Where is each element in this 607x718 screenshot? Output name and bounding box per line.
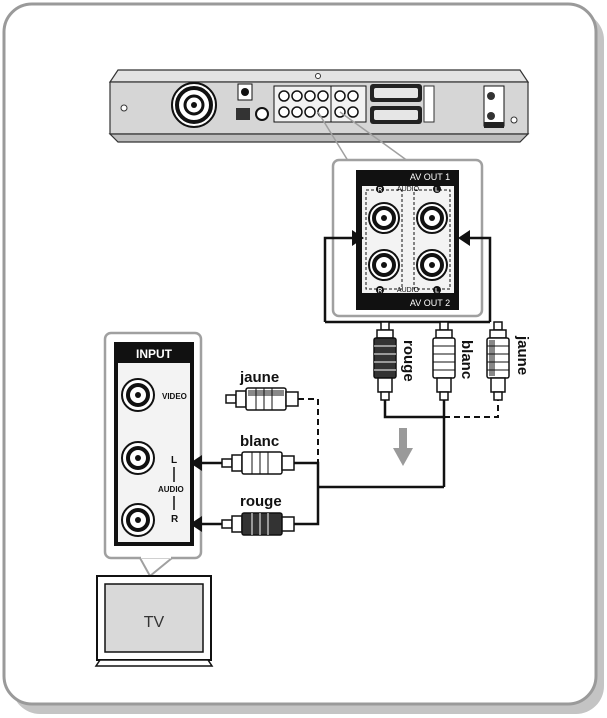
- tv-set: TV: [94, 575, 214, 667]
- tv-audio-label: AUDIO: [158, 485, 184, 494]
- av-top-audio-label: AUDIO: [397, 186, 420, 193]
- plug-rouge-upper: [373, 321, 397, 401]
- tv-audio-l-label: L: [171, 455, 177, 466]
- label-jaune-vertical: jaune: [514, 335, 531, 375]
- zoom-line: [339, 111, 413, 165]
- av-out-panel: AV OUT 1 AV OUT 2 AUDIO AUDIO R L R L: [331, 158, 484, 318]
- connection-arrows-tv: [190, 455, 222, 532]
- tv-jack-audio-r: [121, 503, 155, 537]
- tv-video-label: VIDEO: [162, 392, 187, 401]
- flow-arrow-icon: [393, 428, 413, 466]
- tv-input-header: INPUT: [136, 347, 173, 361]
- av-jack-bottom-l: [416, 249, 448, 281]
- tv-jack-audio-l: [121, 441, 155, 475]
- tv-audio-r-label: R: [171, 514, 179, 525]
- fan-icon: [171, 82, 217, 128]
- antenna-connector-icon: [236, 83, 269, 121]
- av-jack-top-r: [368, 202, 400, 234]
- label-rouge-vertical: rouge: [400, 340, 417, 382]
- av-jack-top-l: [416, 202, 448, 234]
- av-jack-bottom-r: [368, 249, 400, 281]
- plug-blanc-upper: [432, 321, 456, 401]
- tv-input-panel: INPUT VIDEO L AUDIO R: [103, 331, 203, 560]
- zoom-line: [317, 111, 351, 165]
- av-bottom-r-label: R: [378, 289, 383, 295]
- connection-arrows-av: [323, 230, 492, 324]
- av-top-l-label: L: [435, 188, 439, 194]
- ac-panel: [483, 85, 505, 128]
- av-bottom-audio-label: AUDIO: [397, 287, 420, 294]
- plug-jaune-upper: [486, 321, 510, 401]
- tv-label: TV: [144, 614, 165, 631]
- cables-upper: [318, 400, 499, 489]
- plug-jaune-horizontal: [225, 387, 299, 411]
- av-bottom-l-label: L: [435, 289, 439, 295]
- av-out-1-label: AV OUT 1: [410, 172, 450, 182]
- label-blanc: blanc: [240, 433, 279, 450]
- scart-sockets: [370, 84, 435, 124]
- label-rouge: rouge: [240, 493, 282, 510]
- plug-blanc-horizontal: [221, 451, 295, 475]
- label-jaune: jaune: [239, 369, 279, 386]
- av-out-2-label: AV OUT 2: [410, 298, 450, 308]
- plug-rouge-horizontal: [221, 512, 295, 536]
- recorder-rear-panel: [108, 69, 530, 143]
- tv-jack-video: [121, 378, 155, 412]
- cables-lower: [294, 398, 320, 526]
- label-blanc-vertical: blanc: [458, 340, 475, 379]
- av-top-r-label: R: [378, 188, 383, 194]
